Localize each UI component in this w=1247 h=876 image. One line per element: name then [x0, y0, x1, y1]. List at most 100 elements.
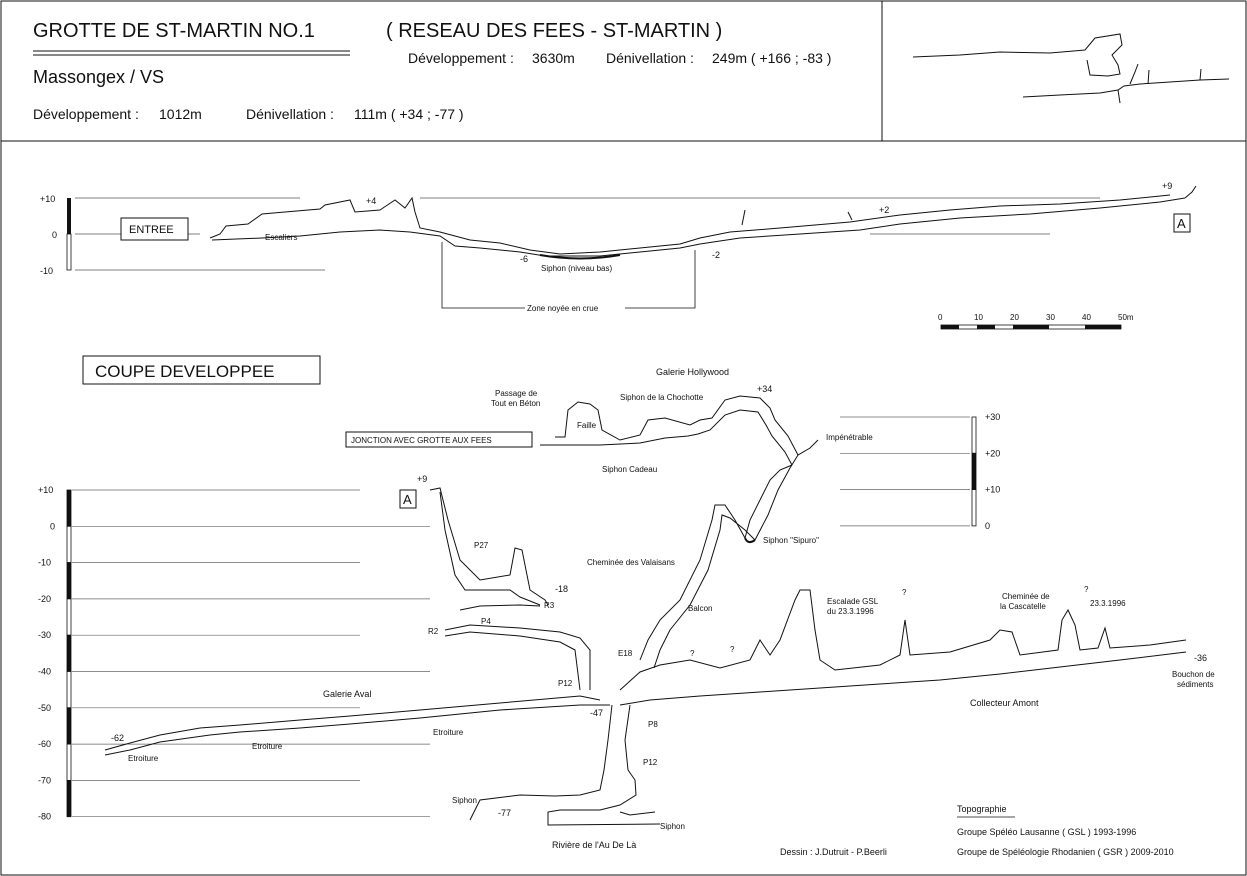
left-scale-label: -70 — [38, 775, 51, 785]
upper-profile: +10 0 -10 ENTREE Escaliers +4 +2 +9 A -6… — [40, 181, 1197, 314]
label-riviere: Rivière de l'Au De Là — [552, 840, 636, 850]
entree-box — [120, 217, 189, 241]
label-siphon-right: Siphon — [660, 822, 685, 831]
label-p12-upper: P12 — [558, 679, 573, 688]
left-scale-label: -40 — [38, 667, 51, 677]
label-balcon: Balcon — [688, 604, 712, 613]
label-faille: Faille — [577, 421, 597, 430]
zone-noyee-label: Zone noyée en crue — [527, 304, 599, 313]
label-cheminee-casc-2: la Cascatelle — [1000, 602, 1046, 611]
label-siphon-left: Siphon — [452, 796, 477, 805]
scale-tick-label: 20 — [1010, 313, 1019, 322]
label-etroiture-2: Etroiture — [252, 742, 283, 751]
label-etroiture-3: Etroiture — [433, 728, 464, 737]
label-galerie-hollywood: Galerie Hollywood — [656, 367, 729, 377]
left-scale-segment — [66, 489, 72, 527]
escaliers-label: Escaliers — [265, 233, 297, 242]
scale-tick-label: 30 — [1046, 313, 1055, 322]
label-collecteur: Collecteur Amont — [970, 698, 1039, 708]
cave-den-label: Dénivellation : — [246, 106, 334, 122]
scale-tick-label: 50m — [1118, 313, 1134, 322]
upper-scale-bar-white — [66, 233, 72, 271]
upper-marker-a: A — [1177, 216, 1186, 231]
siphon-bas-label: Siphon (niveau bas) — [541, 264, 612, 273]
right-scale-label: 0 — [985, 521, 990, 531]
label-cheminee-valaisans: Cheminée des Valaisans — [587, 558, 675, 567]
label-p8: P8 — [648, 720, 658, 729]
label-question-2: ? — [730, 645, 735, 654]
label-p27: P27 — [474, 541, 489, 550]
overview-profile-thumbnail — [912, 33, 1230, 104]
label-passage-2: Tout en Béton — [491, 399, 540, 408]
label-minus47: -47 — [590, 708, 603, 718]
upper-minus6: -6 — [520, 254, 528, 264]
label-etroiture-1: Etroiture — [128, 754, 159, 763]
label-p4: P4 — [481, 617, 491, 626]
right-scale-segment — [971, 416, 977, 454]
upper-scale-mid: 0 — [52, 230, 57, 240]
left-depth-scale: +100-10-20-30-40-50-60-70-80 — [38, 485, 430, 822]
cave-dev-label: Développement : — [33, 106, 139, 122]
right-scale-label: +30 — [985, 412, 1000, 422]
left-scale-segment — [66, 743, 72, 781]
upper-scale-bottom: -10 — [40, 266, 53, 276]
label-siphon-chochotte: Siphon de la Chochotte — [620, 393, 704, 402]
dessin-credit: Dessin : J.Dutruit - P.Beerli — [780, 847, 887, 857]
left-scale-segment — [66, 562, 72, 600]
left-scale-label: -10 — [38, 558, 51, 568]
label-galerie-aval: Galerie Aval — [323, 689, 371, 699]
right-height-scale: +30+20+100 — [840, 412, 1000, 531]
label-impenetrable: Impénétrable — [826, 433, 873, 442]
network-den-value: 249m ( +166 ; -83 ) — [712, 50, 831, 66]
left-scale-label: -50 — [38, 703, 51, 713]
label-bouchon-1: Bouchon de — [1172, 670, 1215, 679]
network-den-label: Dénivellation : — [606, 50, 694, 66]
scale-tick-label: 10 — [974, 313, 983, 322]
label-minus77: -77 — [498, 808, 511, 818]
section-title-box — [82, 355, 321, 385]
left-scale-label: -60 — [38, 739, 51, 749]
label-minus18: -18 — [555, 584, 568, 594]
location: Massongex / VS — [33, 67, 164, 87]
topo-gsl: Groupe Spéléo Lausanne ( GSL ) 1993-1996 — [957, 827, 1136, 837]
network-dev-label: Développement : — [408, 50, 514, 66]
section-cave-outline — [104, 395, 1187, 826]
topo-gsr: Groupe de Spéléologie Rhodanien ( GSR ) … — [957, 847, 1174, 857]
upper-minus2: -2 — [712, 250, 720, 260]
right-scale-segment — [971, 489, 977, 527]
left-scale-label: 0 — [50, 521, 55, 531]
label-escalade-1: Escalade GSL — [827, 597, 879, 606]
section-labels: Galerie Hollywood Passage de Tout en Bét… — [111, 367, 1215, 850]
left-scale-segment — [66, 671, 72, 709]
scale-tick-label: 40 — [1082, 313, 1091, 322]
left-scale-label: -20 — [38, 594, 51, 604]
left-scale-segment — [66, 525, 72, 563]
left-scale-segment — [66, 634, 72, 672]
label-siphon-cadeau: Siphon Cadeau — [602, 465, 657, 474]
label-escalade-2: du 23.3.1996 — [827, 607, 874, 616]
entree-label: ENTREE — [129, 224, 174, 236]
label-jonction: JONCTION AVEC GROTTE AUX FEES — [351, 436, 492, 445]
zone-noyee-bracket — [441, 242, 696, 309]
upper-plus9: +9 — [1162, 181, 1172, 191]
label-r2: R2 — [428, 627, 439, 636]
left-scale-segment — [66, 707, 72, 745]
label-minus36: -36 — [1194, 653, 1207, 663]
label-p12-lower: P12 — [643, 758, 658, 767]
section-title: COUPE DEVELOPPEE — [95, 362, 275, 381]
upper-marker-a-box — [1173, 213, 1191, 233]
upper-plus2: +2 — [879, 205, 889, 215]
label-r3: R3 — [544, 601, 555, 610]
label-e18: E18 — [618, 649, 633, 658]
left-scale-segment — [66, 780, 72, 818]
left-scale-segment — [66, 598, 72, 636]
left-scale-label: -80 — [38, 812, 51, 822]
cave-title: GROTTE DE ST-MARTIN NO.1 — [33, 20, 315, 42]
upper-cave-outline — [209, 185, 1197, 260]
topo-title: Topographie — [957, 804, 1007, 814]
label-question-4: ? — [1084, 585, 1089, 594]
label-date-1996: 23.3.1996 — [1090, 599, 1126, 608]
